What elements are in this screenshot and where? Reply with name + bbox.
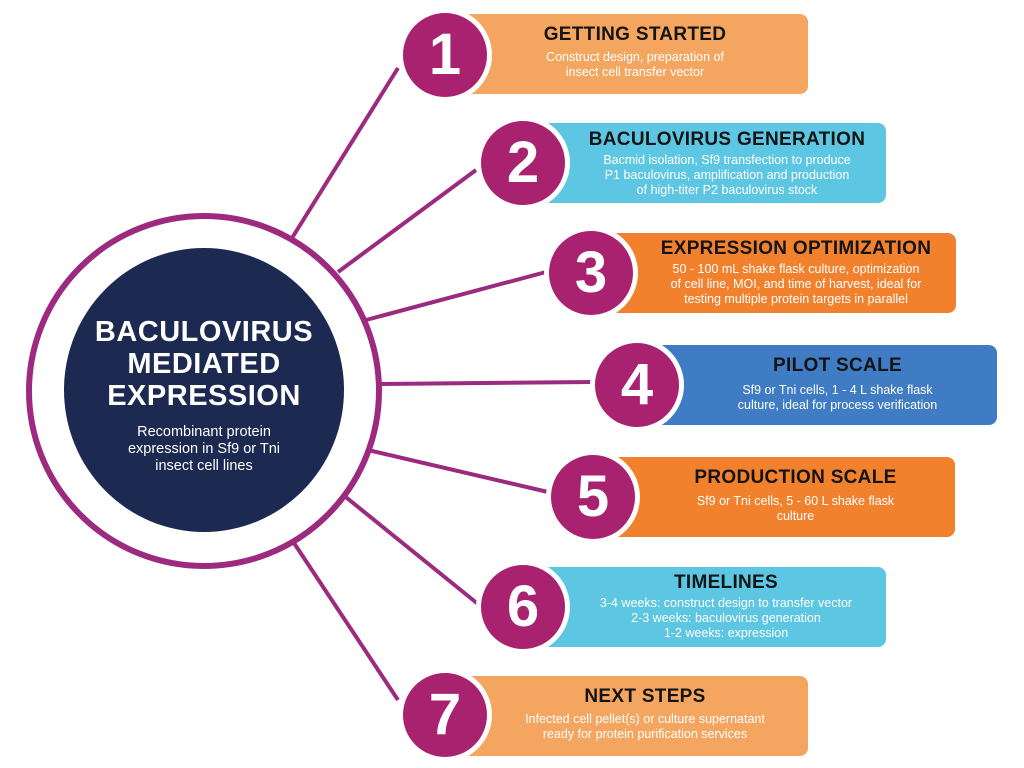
step-desc-line: ready for protein purification services — [542, 727, 748, 741]
step-title: PRODUCTION SCALE — [694, 467, 897, 488]
step-desc-line: Sf9 or Tni cells, 5 - 60 L shake flask — [696, 494, 895, 508]
connector-1 — [290, 66, 400, 240]
step-card-4: PILOT SCALE Sf9 or Tni cells, 1 - 4 L sh… — [654, 345, 997, 425]
step-card-1: GETTING STARTED Construct design, prepar… — [462, 14, 808, 94]
connector-4 — [377, 380, 593, 386]
step-number-7: 7 — [398, 668, 492, 762]
step-desc-line: insect cell transfer vector — [565, 65, 705, 79]
step-card-2: BACULOVIRUS GENERATION Bacmid isolation,… — [542, 123, 886, 203]
step-desc-line: Infected cell pellet(s) or culture super… — [525, 712, 765, 726]
step-title: NEXT STEPS — [584, 686, 706, 707]
hub-title: BACULOVIRUS MEDIATED EXPRESSION — [74, 316, 334, 412]
step-number-1: 1 — [398, 8, 492, 102]
step-title: TIMELINES — [673, 572, 779, 593]
step-desc-line: testing multiple protein targets in para… — [684, 292, 908, 306]
step-desc-line: Bacmid isolation, Sf9 transfection to pr… — [603, 153, 851, 167]
step-desc-line: Sf9 or Tni cells, 1 - 4 L shake flask — [742, 383, 933, 397]
connector-5 — [367, 448, 549, 494]
hub-circle: BACULOVIRUS MEDIATED EXPRESSION Recombin… — [64, 248, 344, 532]
connector-3 — [365, 270, 547, 322]
step-desc-line: 50 - 100 mL shake flask culture, optimiz… — [672, 262, 920, 276]
hub-title-line: BACULOVIRUS — [94, 316, 314, 348]
step-number-5: 5 — [546, 450, 640, 544]
step-desc-line: Construct design, preparation of — [546, 50, 724, 64]
step-desc-line: of high-titer P2 baculovirus stock — [636, 183, 818, 197]
step-desc-line: 1-2 weeks: expression — [663, 626, 789, 640]
connector-2 — [336, 168, 478, 274]
step-card-7: NEXT STEPS Infected cell pellet(s) or cu… — [462, 676, 808, 756]
step-desc-line: 3-4 weeks: construct design to transfer … — [599, 596, 853, 610]
step-number-2: 2 — [476, 116, 570, 210]
hub-title-line: MEDIATED — [127, 348, 281, 380]
step-desc-line: culture, ideal for process verification — [737, 398, 938, 412]
step-title: EXPRESSION OPTIMIZATION — [660, 238, 932, 259]
step-number-4: 4 — [590, 338, 684, 432]
step-title: BACULOVIRUS GENERATION — [588, 129, 866, 150]
connector-7 — [290, 538, 400, 702]
hub-subtitle: Recombinant protein expression in Sf9 or… — [127, 424, 281, 474]
step-title: GETTING STARTED — [543, 24, 727, 45]
step-title: PILOT SCALE — [773, 355, 902, 376]
hub-title-line: EXPRESSION — [107, 380, 301, 412]
connector-6 — [340, 492, 480, 606]
step-desc-line: 2-3 weeks: baculovirus generation — [631, 611, 821, 625]
step-number-3: 3 — [544, 226, 638, 320]
step-desc-line: of cell line, MOI, and time of harvest, … — [670, 277, 922, 291]
step-card-6: TIMELINES 3-4 weeks: construct design to… — [542, 567, 886, 647]
step-desc-line: culture — [776, 509, 815, 523]
step-card-3: EXPRESSION OPTIMIZATION 50 - 100 mL shak… — [610, 233, 956, 313]
step-number-6: 6 — [476, 560, 570, 654]
step-desc-line: P1 baculovirus, amplification and produc… — [604, 168, 850, 182]
step-card-5: PRODUCTION SCALE Sf9 or Tni cells, 5 - 6… — [612, 457, 955, 537]
